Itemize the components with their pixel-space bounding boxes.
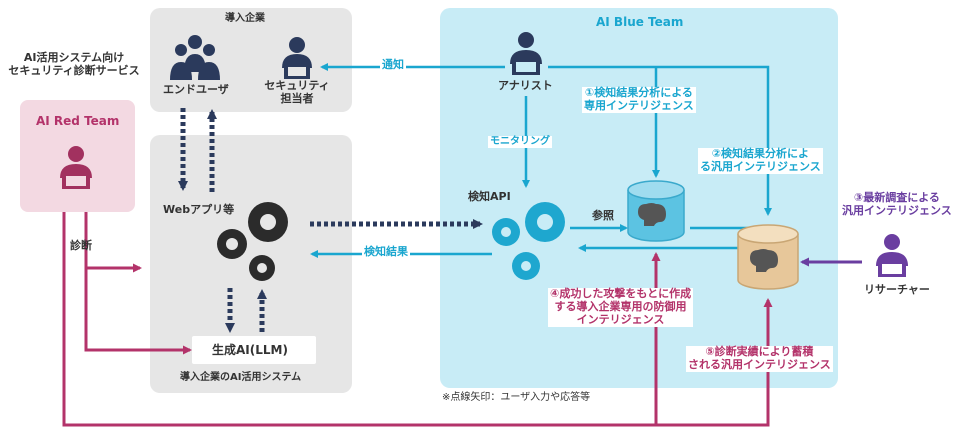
analyst-label: アナリスト bbox=[498, 79, 553, 92]
client-system-title: 導入企業のAI活用システム bbox=[180, 372, 302, 383]
researcher-icon bbox=[876, 234, 908, 277]
diagnosis-label: 診断 bbox=[70, 239, 92, 252]
end-user-icon bbox=[170, 35, 220, 80]
gen-ai-box bbox=[192, 336, 316, 364]
intel-4-label: ④成功した攻撃をもとに作成 する導入企業専用の防御用 インテリジェンス bbox=[548, 287, 694, 327]
detection-result-label: 検知結果 bbox=[362, 245, 410, 259]
reference-label: 参照 bbox=[592, 209, 614, 222]
blue-team-title: AI Blue Team bbox=[596, 15, 684, 29]
intel-1-label: ①検知結果分析による 専用インテリジェンス bbox=[582, 86, 696, 113]
service-label: AI活用システム向け セキュリティ診断サービス bbox=[8, 51, 140, 77]
gear-holes bbox=[501, 214, 553, 271]
researcher-label: リサーチャー bbox=[864, 283, 930, 296]
notify-label: 通知 bbox=[380, 58, 406, 72]
web-app-label: Webアプリ等 bbox=[163, 203, 235, 216]
diagnosis-to-llm bbox=[84, 268, 192, 355]
detection-api-label: 検知API bbox=[468, 190, 511, 203]
brain-icon bbox=[638, 203, 666, 226]
analyst-icon bbox=[510, 32, 542, 75]
security-officer-icon bbox=[282, 37, 312, 79]
end-user-label: エンドユーザ bbox=[163, 83, 229, 96]
gen-ai-label: 生成AI(LLM) bbox=[212, 343, 288, 357]
red-team-title: AI Red Team bbox=[36, 114, 120, 128]
intel-2-label: ②検知結果分析によ る汎用インテリジェンス bbox=[698, 147, 823, 174]
client-company-title: 導入企業 bbox=[225, 13, 265, 24]
brain-icon bbox=[750, 249, 778, 272]
red-team-member-icon bbox=[60, 146, 92, 189]
client-company-box bbox=[150, 8, 352, 112]
note-dashed-arrow: ※点線矢印：ユーザ入力や応答等 bbox=[442, 392, 591, 403]
intel-5-label: ⑤診断実績により蓄積 される汎用インテリジェンス bbox=[686, 345, 833, 372]
security-officer-label: セキュリティ 担当者 bbox=[264, 79, 330, 105]
monitoring-label: モニタリング bbox=[488, 136, 552, 148]
intel-3-label: ③最新調査による 汎用インテリジェンス bbox=[842, 191, 952, 217]
gear-holes bbox=[226, 214, 276, 273]
diagnosis-to-webapp bbox=[84, 212, 142, 273]
